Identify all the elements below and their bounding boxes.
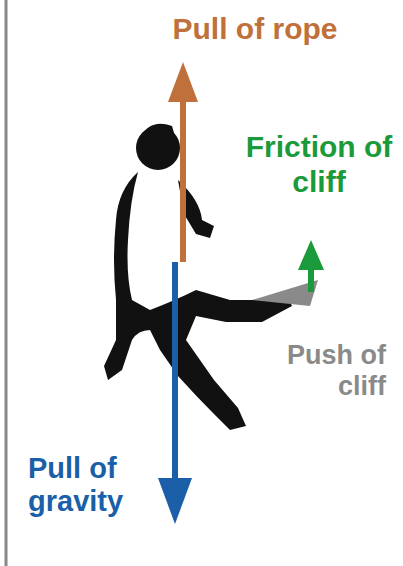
force-label: Pull of rope [120,12,390,47]
frame-line [5,0,8,566]
friction-force-arrow [308,268,314,292]
force-label: Friction of cliff [244,130,394,199]
arrow-head [168,62,198,102]
arrow-head [298,240,324,270]
climber-silhouette [104,124,292,430]
arrow-head [158,478,192,524]
force-label: Push of cliff [236,340,386,402]
force-label: Pull of gravity [28,452,168,519]
rope-force-arrow [180,100,186,262]
gravity-force-arrow [172,262,178,480]
